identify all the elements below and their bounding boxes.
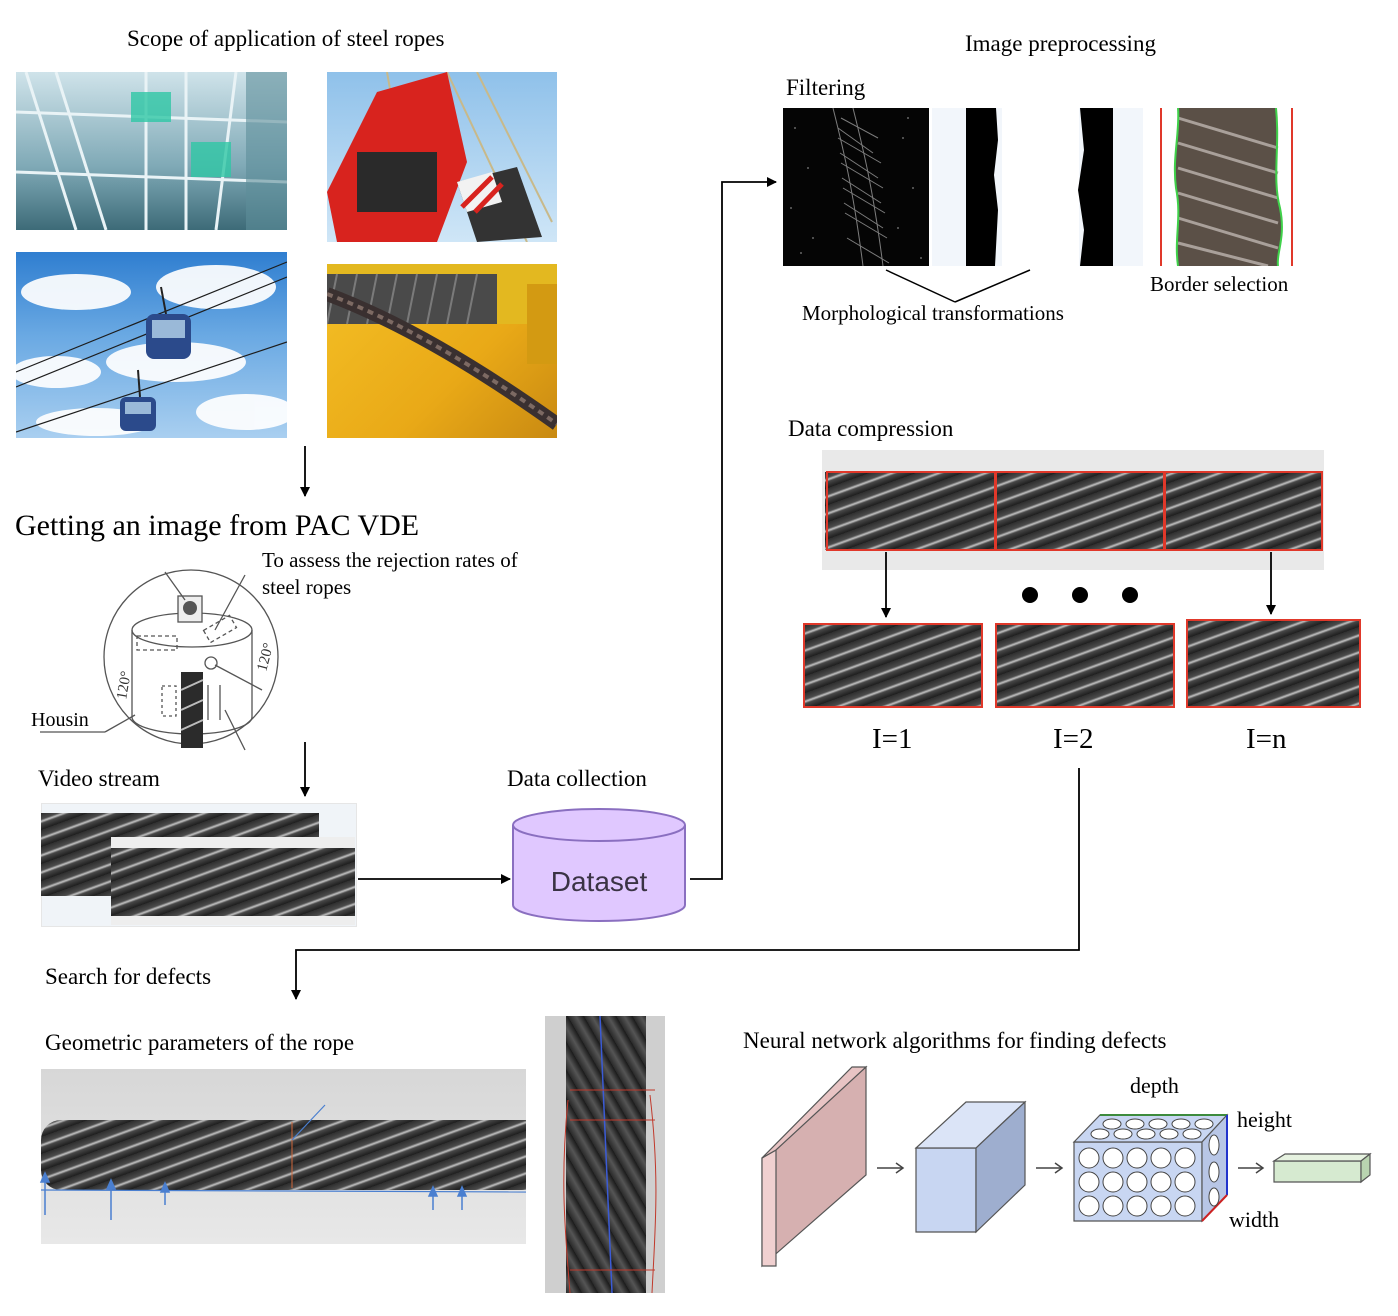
crop-n-label: I=n: [1246, 723, 1287, 755]
cable-car-photo: [16, 252, 287, 438]
nn-conv-cube: [914, 1100, 1027, 1234]
morph-brace-left: [885, 269, 956, 303]
nn-arrow-3: [1238, 1162, 1265, 1174]
data-collection-title: Data collection: [507, 766, 647, 791]
housing-label: Housin: [31, 709, 89, 731]
crop-1: [803, 623, 983, 708]
filtered-image: [783, 108, 929, 266]
crop-n: [1186, 619, 1361, 708]
filtering-label: Filtering: [786, 75, 866, 100]
preprocessing-title: Image preprocessing: [965, 31, 1156, 56]
crop-2: [995, 623, 1175, 708]
nn-feature-circles: [1078, 1118, 1220, 1217]
morph-label: Morphological transformations: [802, 301, 1064, 325]
morph-brace-right: [954, 269, 1031, 303]
arrow-compression-to-search: [291, 768, 1080, 1000]
dataset-body: [512, 825, 686, 922]
angle-left-label: 120°: [114, 670, 135, 701]
crane-photo: [327, 72, 557, 242]
nn-arrow-1: [877, 1162, 905, 1174]
pac-note-line2: steel ropes: [262, 575, 352, 599]
pac-title: Getting an image from PAC VDE: [15, 509, 420, 542]
geometric-title: Geometric parameters of the rope: [45, 1030, 355, 1055]
nn-width-label: width: [1229, 1207, 1280, 1232]
winch-drum-photo: [327, 264, 557, 438]
scope-title: Scope of application of steel ropes: [127, 26, 445, 51]
nn-output-block: [1271, 1152, 1372, 1184]
geometric-rope: [41, 1120, 526, 1190]
angle-right-label: 120°: [254, 641, 277, 673]
arrow-dataset-to-preprocessing: [690, 177, 777, 880]
pac-note-line1: To assess the rejection rates of: [262, 548, 518, 572]
dataset-label: Dataset: [551, 866, 648, 897]
compression-title: Data compression: [788, 416, 954, 441]
nn-height-label: height: [1237, 1107, 1292, 1132]
crop-2-label: I=2: [1053, 723, 1094, 755]
crop-1-label: I=1: [872, 723, 913, 755]
compression-source-rope: [825, 472, 1322, 550]
search-title: Search for defects: [45, 964, 212, 989]
nn-width-edge: [1201, 1194, 1228, 1222]
neural-title: Neural network algorithms for finding de…: [743, 1028, 1167, 1053]
nn-input-slab: [761, 1065, 868, 1268]
nn-depth-label: depth: [1130, 1073, 1179, 1098]
nn-arrow-2: [1036, 1162, 1064, 1174]
border-selection-label: Border selection: [1150, 272, 1289, 296]
dataset-top: [512, 808, 686, 842]
video-frame-front-rope: [111, 848, 355, 916]
border-selection-image: [1158, 108, 1295, 266]
elevator-photo: [16, 72, 287, 230]
video-title: Video stream: [38, 766, 160, 791]
